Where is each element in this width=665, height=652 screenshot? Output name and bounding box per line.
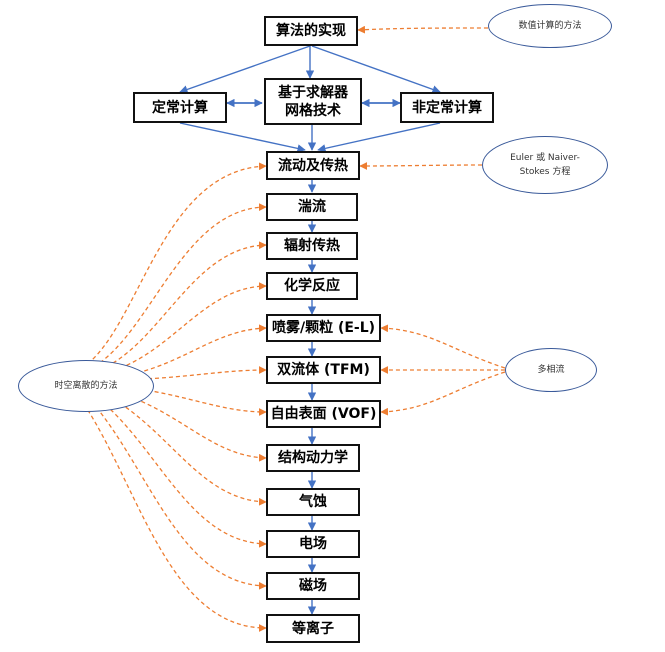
chain-label: 等离子 (292, 620, 334, 637)
note-label: 多相流 (537, 365, 565, 375)
chain-label: 辐射传热 (284, 238, 340, 254)
numerical-method-note: 数值计算的方法 (488, 4, 612, 48)
right-node: 非定常计算 (400, 92, 494, 123)
center-node: 基于求解器 网格技术 (264, 78, 362, 125)
chain-label: 湍流 (298, 199, 326, 215)
left-node: 定常计算 (133, 92, 227, 123)
chain-label: 电场 (299, 536, 327, 552)
note-label: 数值计算的方法 (518, 21, 582, 31)
note-label: Euler 或 Naiver- (510, 153, 580, 163)
right-node-label: 非定常计算 (412, 99, 482, 116)
spacetime-discretization-note: 时空离散的方法 (18, 360, 154, 412)
chain-label: 结构动力学 (278, 450, 348, 466)
chain-node-electric: 电场 (266, 530, 360, 558)
center-node-line2: 网格技术 (285, 102, 341, 119)
chain-node-plasma: 等离子 (266, 614, 360, 643)
chain-label: 气蚀 (299, 494, 327, 510)
chain-node-structure: 结构动力学 (266, 444, 360, 472)
chain-node-magnetic: 磁场 (266, 572, 360, 600)
solid-connectors (179, 45, 441, 615)
top-node: 算法的实现 (264, 16, 358, 46)
euler-ns-note: Euler 或 Naiver- Stokes 方程 (482, 136, 608, 194)
multiphase-note: 多相流 (505, 348, 597, 392)
chain-node-spray: 喷雾/颗粒 (E-L) (266, 314, 381, 342)
center-node-line1: 基于求解器 (278, 84, 348, 101)
chain-label: 双流体 (TFM) (277, 362, 370, 378)
chain-node-radiation: 辐射传热 (266, 232, 358, 260)
chain-node-flow: 流动及传热 (266, 151, 360, 180)
chain-label: 化学反应 (284, 278, 340, 294)
chain-label: 喷雾/颗粒 (E-L) (271, 320, 376, 336)
chain-label: 磁场 (299, 578, 327, 594)
left-node-label: 定常计算 (152, 99, 208, 116)
chain-node-reaction: 化学反应 (266, 272, 358, 300)
chain-node-vof: 自由表面 (VOF) (266, 400, 381, 428)
note-label: Stokes 方程 (519, 167, 571, 177)
chain-label: 自由表面 (VOF) (270, 406, 377, 422)
chain-node-tfm: 双流体 (TFM) (266, 356, 381, 384)
note-label: 时空离散的方法 (54, 381, 118, 391)
chain-label: 流动及传热 (278, 157, 348, 174)
chain-node-cavitation: 气蚀 (266, 488, 360, 516)
top-node-label: 算法的实现 (276, 23, 346, 39)
chain-node-turbulence: 湍流 (266, 193, 358, 221)
